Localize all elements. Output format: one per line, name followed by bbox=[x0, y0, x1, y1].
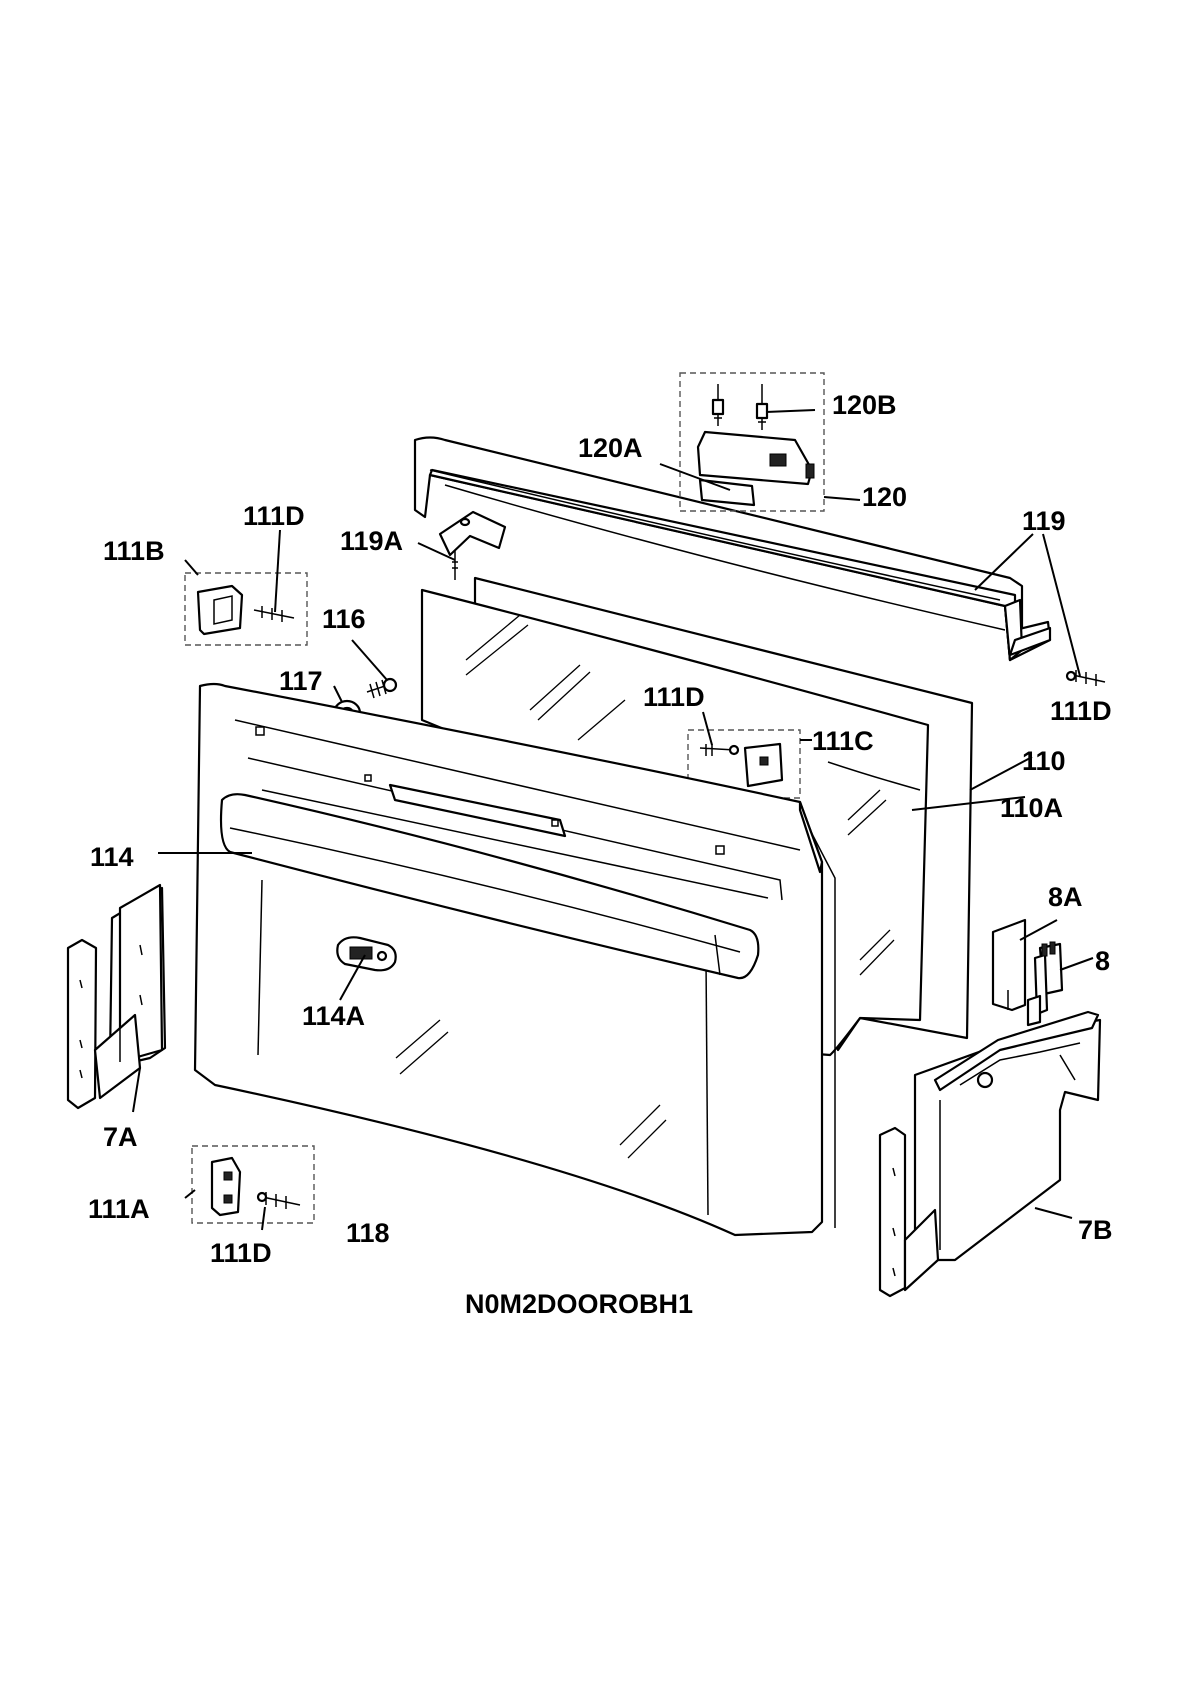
callout-111D-bottom: 111D bbox=[210, 1238, 272, 1268]
callout-labels: 120B 120A 120 119 119A 111D 111B 116 117… bbox=[88, 390, 1113, 1319]
callout-114: 114 bbox=[90, 842, 134, 872]
callout-120B: 120B bbox=[832, 390, 897, 420]
part-119-top-trim bbox=[413, 436, 1052, 662]
part-8A-bracket bbox=[991, 918, 1027, 1012]
part-120-group-box bbox=[679, 372, 825, 512]
callout-110: 110 bbox=[1022, 746, 1066, 776]
callout-111C: 111C bbox=[812, 726, 874, 756]
leader-lines bbox=[132, 409, 1094, 1231]
part-111C-block bbox=[699, 742, 784, 788]
part-111B-group-box bbox=[184, 572, 308, 646]
callout-116: 116 bbox=[322, 604, 366, 634]
part-114-handle bbox=[219, 793, 760, 980]
callout-117: 117 bbox=[279, 666, 323, 696]
callout-114A: 114A bbox=[302, 1001, 365, 1031]
callout-119: 119 bbox=[1022, 506, 1066, 536]
callout-8A: 8A bbox=[1048, 882, 1083, 912]
callout-111B: 111B bbox=[103, 536, 165, 566]
part-119A-clip bbox=[438, 510, 507, 580]
part-116-screw bbox=[366, 677, 398, 699]
drawing-code: N0M2DOOROBH1 bbox=[465, 1289, 693, 1319]
callout-110A: 110A bbox=[1000, 793, 1063, 823]
callout-111D-mid: 111D bbox=[643, 682, 705, 712]
part-111A-group-box bbox=[191, 1145, 315, 1224]
callout-7A: 7A bbox=[103, 1122, 138, 1152]
callout-120: 120 bbox=[862, 482, 907, 512]
part-111A-clip bbox=[210, 1156, 301, 1217]
callout-119A: 119A bbox=[340, 526, 403, 556]
part-7A-hinge bbox=[66, 883, 167, 1110]
part-114A-badge bbox=[336, 936, 397, 972]
part-111B-clip bbox=[196, 584, 295, 636]
callout-111D-top: 111D bbox=[243, 501, 305, 531]
callout-111A: 111A bbox=[88, 1194, 150, 1224]
callout-111D-right: 111D bbox=[1050, 696, 1112, 726]
callout-8: 8 bbox=[1095, 946, 1110, 976]
callout-7B: 7B bbox=[1078, 1215, 1113, 1245]
part-111D-screw-right bbox=[1065, 670, 1106, 686]
part-7B-hinge bbox=[878, 1010, 1102, 1298]
callout-120A: 120A bbox=[578, 433, 643, 463]
callout-118: 118 bbox=[346, 1218, 390, 1248]
part-120-bracket bbox=[696, 384, 815, 507]
part-8-switch bbox=[1026, 941, 1064, 1027]
